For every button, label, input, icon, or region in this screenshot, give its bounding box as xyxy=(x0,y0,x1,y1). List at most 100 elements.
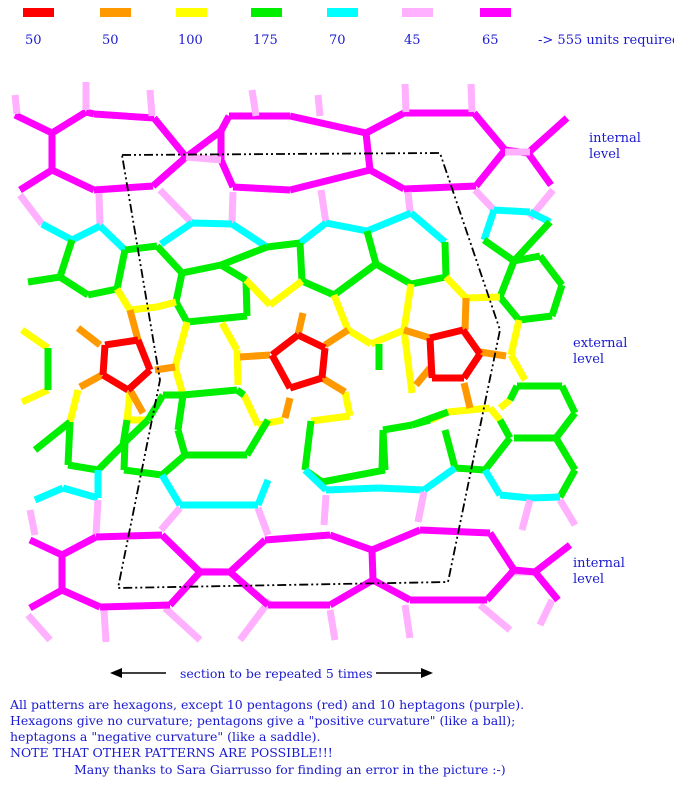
legend-units-5: 70 xyxy=(329,33,346,48)
bond-edge-87 xyxy=(497,294,522,323)
bond-edge-187 xyxy=(378,429,387,471)
bond-edge-69 xyxy=(242,279,251,317)
legend-swatch-7 xyxy=(480,8,511,17)
legend-units-4: 175 xyxy=(253,33,278,48)
bond-edge-194 xyxy=(254,478,272,507)
bond-edge-25 xyxy=(368,166,406,193)
bond-edge-77 xyxy=(363,230,380,265)
bond-edge-53 xyxy=(325,219,368,235)
bond-edge-226 xyxy=(60,586,102,611)
bond-edge-176 xyxy=(496,418,514,440)
bond-edge-230 xyxy=(227,537,268,575)
bond-edge-40 xyxy=(157,187,195,226)
bond-edge-155 xyxy=(119,419,131,446)
bond-edge-7 xyxy=(150,154,189,189)
bond-edge-130 xyxy=(413,365,433,388)
bond-edge-119 xyxy=(497,397,513,411)
bond-edge-151 xyxy=(32,419,73,453)
repeat-arrow-left xyxy=(110,668,166,678)
bond-edge-217 xyxy=(401,604,414,639)
bond-edge-88 xyxy=(496,259,518,299)
legend-swatch-3 xyxy=(176,8,207,17)
repeat-section-label: section to be repeated 5 times xyxy=(180,666,373,681)
bond-edge-99 xyxy=(465,293,501,302)
bond-edge-84 xyxy=(537,253,565,288)
bond-edge-110 xyxy=(233,349,242,386)
bond-edge-207 xyxy=(414,491,428,523)
bond-edge-82 xyxy=(511,219,553,264)
bond-edge-70 xyxy=(219,261,248,284)
bond-edge-5 xyxy=(50,166,96,194)
bond-edge-142 xyxy=(318,347,329,379)
bond-edge-57 xyxy=(528,208,552,226)
bond-edge-138 xyxy=(101,371,130,394)
bond-edge-9 xyxy=(93,110,155,122)
bond-edge-132 xyxy=(479,348,507,360)
internal-level-label-top-2: level xyxy=(589,147,620,162)
bond-edge-225 xyxy=(99,601,171,611)
bond-edge-17 xyxy=(232,183,291,194)
bond-edge-239 xyxy=(487,531,517,572)
bond-edge-203 xyxy=(92,499,102,536)
bond-edge-96 xyxy=(369,326,406,348)
bond-edge-103 xyxy=(20,386,50,406)
bond-edge-63 xyxy=(113,249,129,290)
bond-edge-169 xyxy=(301,420,315,471)
bond-edge-60 xyxy=(27,273,61,286)
bond-edge-197 xyxy=(378,484,425,494)
legend-units-1: 50 xyxy=(25,33,42,48)
bond-edge-27 xyxy=(525,115,570,156)
bond-edge-144 xyxy=(268,353,294,390)
bond-edge-198 xyxy=(421,465,458,493)
bond-edge-213 xyxy=(100,609,110,643)
bond-edge-65 xyxy=(154,243,185,276)
bond-edge-149 xyxy=(426,337,436,379)
legend-total: -> 555 units required xyxy=(538,33,674,48)
bond-edge-158 xyxy=(182,386,238,399)
bond-edge-140 xyxy=(269,332,301,358)
bond-edge-218 xyxy=(477,602,513,633)
bond-edge-66 xyxy=(172,272,186,303)
bond-edge-124 xyxy=(126,388,147,415)
note-line-5: Many thanks to Sara Giarrusso for findin… xyxy=(74,762,506,777)
bond-edge-114 xyxy=(341,391,354,417)
bond-edge-15 xyxy=(362,132,374,171)
bond-edge-100 xyxy=(507,319,523,356)
bond-edge-79 xyxy=(410,273,447,288)
bond-edge-62 xyxy=(87,285,118,299)
bond-edge-74 xyxy=(296,242,306,282)
bond-edge-159 xyxy=(234,387,247,398)
bond-edge-145 xyxy=(429,326,464,342)
bond-edge-2 xyxy=(50,109,88,136)
bond-edge-89 xyxy=(114,287,133,312)
bond-edge-113 xyxy=(310,412,351,425)
bond-edge-245 xyxy=(532,569,561,603)
bond-edge-153 xyxy=(67,461,99,474)
bond-edge-133 xyxy=(460,382,474,409)
bond-edge-115 xyxy=(400,329,416,394)
bond-edge-168 xyxy=(174,429,189,456)
bond-edge-122 xyxy=(126,309,142,341)
bond-edge-59 xyxy=(56,238,76,279)
bond-edge-141 xyxy=(296,331,327,352)
bond-edge-162 xyxy=(120,441,129,471)
bond-edge-73 xyxy=(266,239,301,251)
bond-edge-126 xyxy=(281,397,294,419)
bond-edge-135 xyxy=(104,336,139,349)
bond-edge-52 xyxy=(297,220,329,246)
bond-edge-164 xyxy=(159,452,188,478)
bond-edge-204 xyxy=(158,505,183,533)
bond-edge-223 xyxy=(159,532,203,575)
bond-edge-206 xyxy=(320,494,330,526)
note-line-2: Hexagons give no curvature; pentagons gi… xyxy=(10,713,516,728)
bond-edge-128 xyxy=(323,327,350,348)
bond-edge-167 xyxy=(174,394,187,431)
bond-edge-129 xyxy=(402,326,432,342)
bond-edge-185 xyxy=(552,436,579,472)
bond-edge-182 xyxy=(558,384,579,415)
bond-edge-78 xyxy=(374,260,413,288)
internal-level-label-top-1: internal xyxy=(589,131,641,146)
bond-edge-29 xyxy=(11,94,21,115)
